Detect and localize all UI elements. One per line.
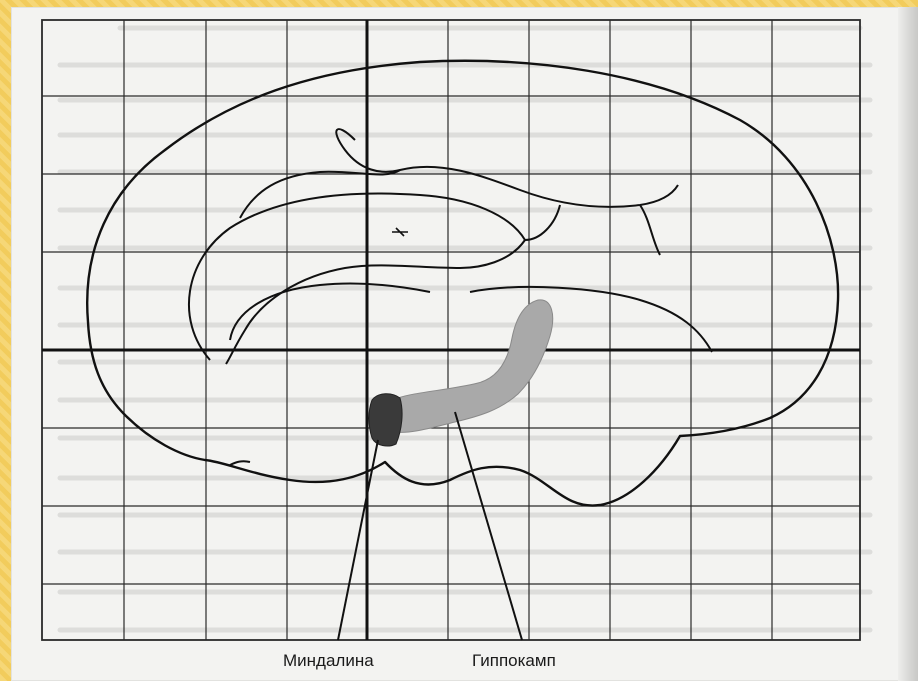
cingulate-contour	[189, 193, 525, 364]
amygdala	[369, 394, 402, 446]
grid	[42, 20, 860, 640]
hippocampus-pointer-line	[455, 412, 522, 640]
hippocampus-label: Гиппокамп	[472, 651, 556, 671]
sulcus-line	[336, 129, 678, 207]
sulcus-line	[230, 461, 250, 465]
sulcus-line	[392, 228, 408, 236]
corpus-callosum-contour	[230, 284, 430, 340]
amygdala-label: Миндалина	[283, 651, 374, 671]
grid-frame	[42, 20, 860, 640]
background-text-lines	[60, 28, 870, 630]
calcarine-contour	[470, 287, 712, 352]
amygdala-pointer-line	[338, 440, 378, 640]
